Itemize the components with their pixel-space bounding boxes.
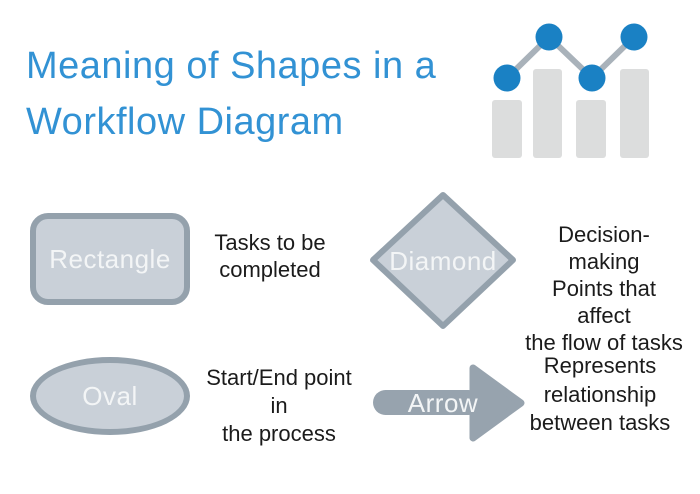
bar-line-chart-icon xyxy=(492,23,649,158)
arrow-shape-label: Arrow xyxy=(407,388,479,418)
page-title: Meaning of Shapes in a Workflow Diagram xyxy=(26,45,437,143)
arrow-meaning-text: Represents relationship between tasks xyxy=(529,353,671,435)
oval-shape-label: Oval xyxy=(82,380,138,411)
oval-shape: Oval xyxy=(30,357,190,435)
rectangle-shape-label: Rectangle xyxy=(49,243,171,274)
logo-line xyxy=(504,32,637,83)
diamond-shape-label: Diamond xyxy=(389,246,497,276)
arrow-shape xyxy=(373,364,525,442)
rectangle-meaning-text: Tasks to be completed xyxy=(214,230,326,282)
logo-bars xyxy=(492,69,649,158)
logo-dots xyxy=(493,23,648,92)
oval-meaning-text: Start/End point in the process xyxy=(206,365,352,446)
rectangle-shape: Rectangle xyxy=(30,213,190,305)
diamond-meaning-text: Decision-making Points that affect the f… xyxy=(525,222,683,355)
diamond-shape xyxy=(370,192,516,329)
